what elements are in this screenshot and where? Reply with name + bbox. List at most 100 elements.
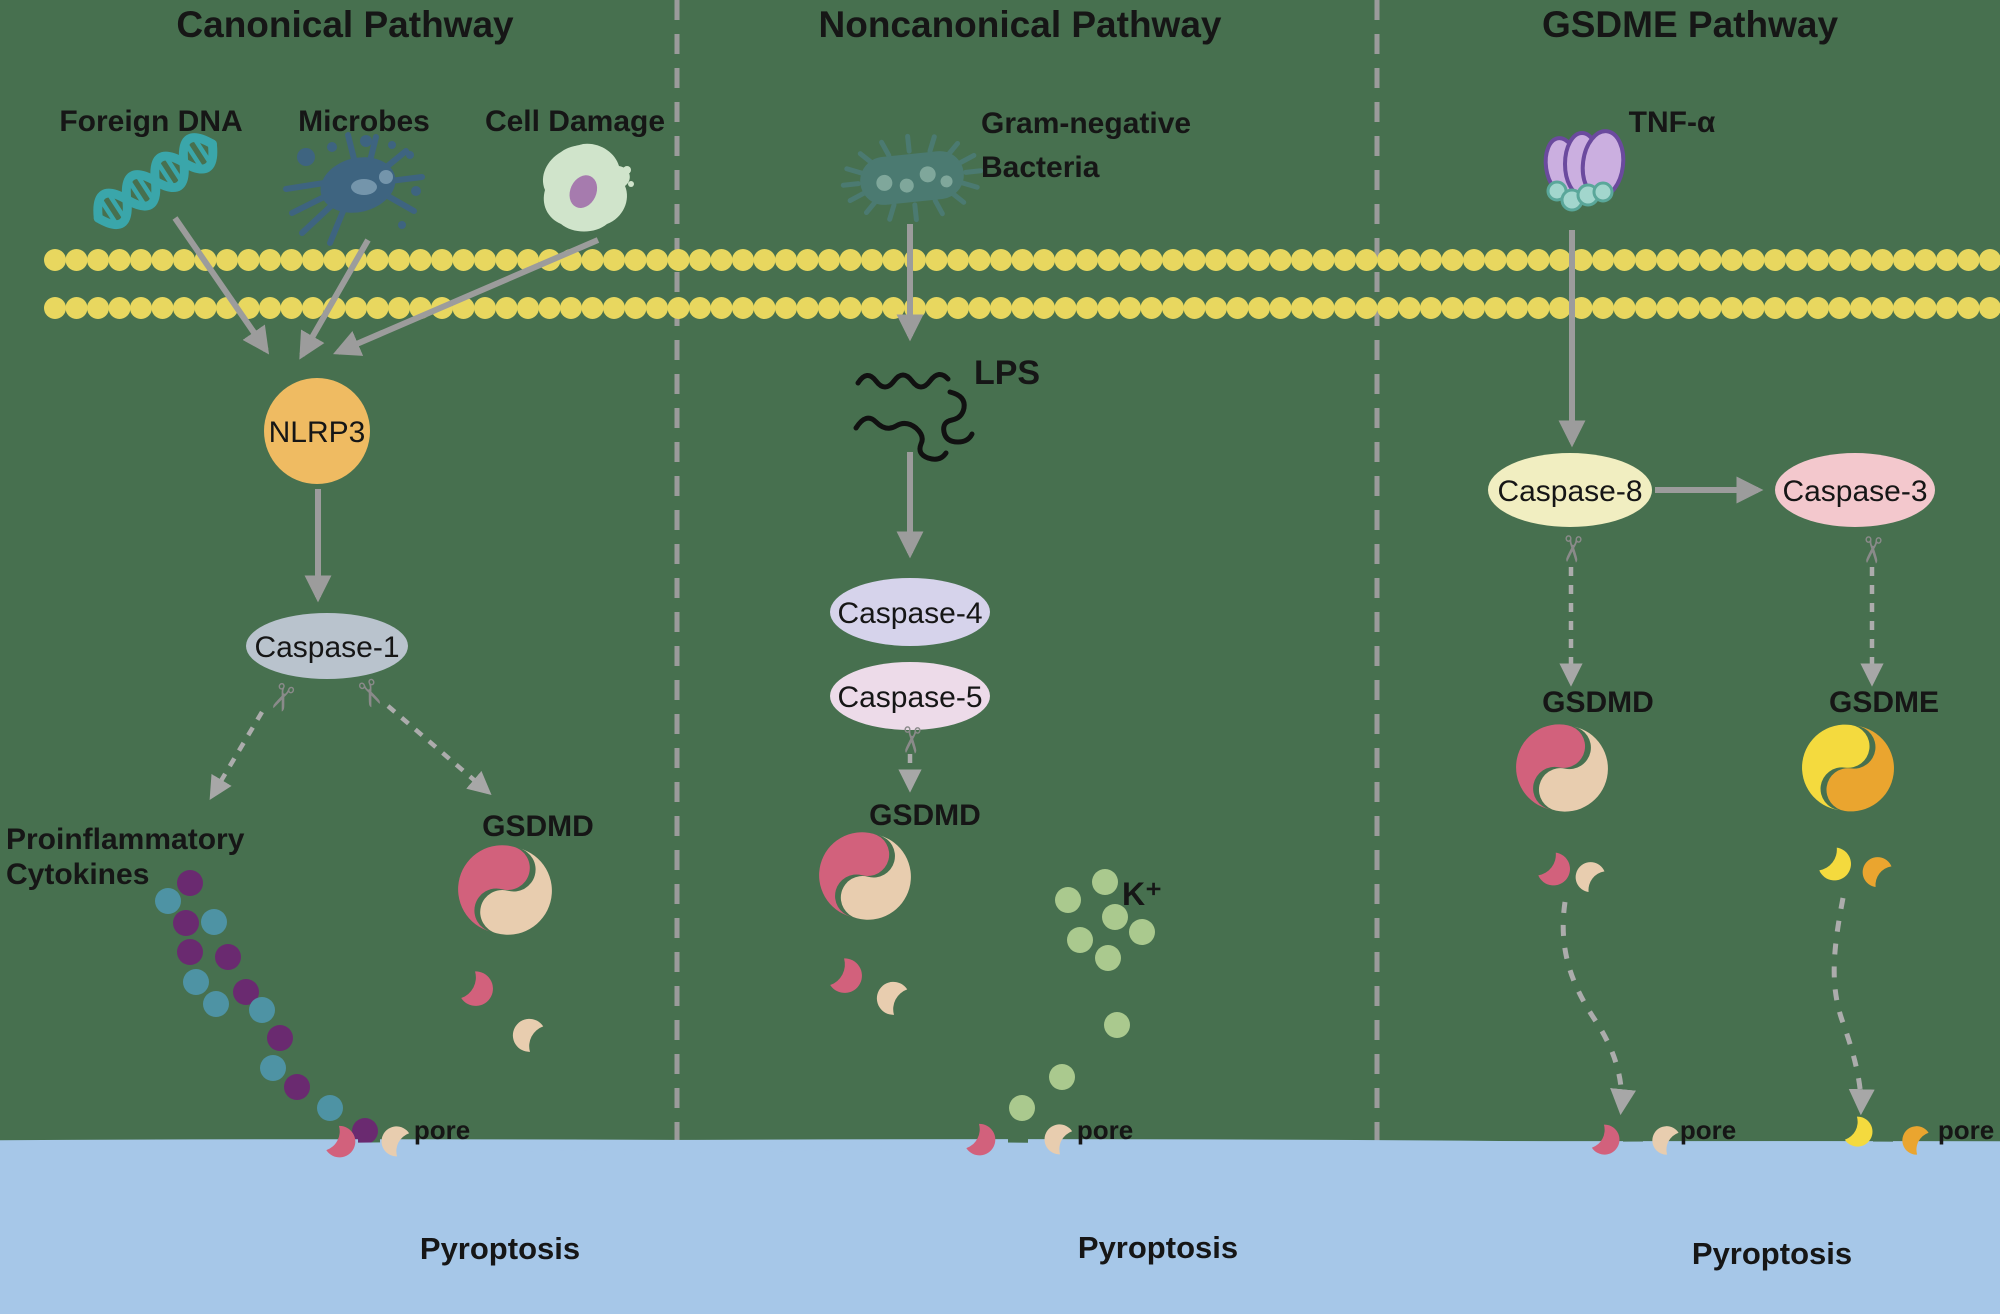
membrane-bead (173, 297, 195, 319)
membrane-bead (237, 249, 260, 271)
microbe-satellite-dot (327, 142, 337, 152)
potassium-ion-dot (1129, 919, 1155, 945)
membrane-bead (388, 249, 410, 271)
membrane-bead (1162, 249, 1184, 271)
dashed-arrow (386, 704, 492, 796)
dna-rung (136, 175, 155, 200)
membrane-bead (323, 249, 346, 271)
membrane-bead (1549, 297, 1571, 319)
microbe-satellite-dot (388, 141, 396, 149)
label-pore-noncanonical: pore (1077, 1115, 1133, 1145)
membrane-bead (861, 249, 883, 271)
membrane-bead (1484, 297, 1507, 319)
label-cell-damage: Cell Damage (485, 105, 665, 138)
bacterium-pilus (958, 152, 977, 166)
membrane-bead (1119, 297, 1141, 319)
membrane-bead (1033, 249, 1055, 271)
membrane-bead (1613, 297, 1636, 319)
title-canonical-pathway: Canonical Pathway (176, 4, 514, 45)
dna-rung (127, 180, 146, 206)
membrane-bead (538, 297, 561, 319)
gasdermin-fragment (1862, 857, 1892, 888)
membrane-bead (1334, 297, 1356, 319)
membrane-bead (947, 297, 969, 319)
cytokine-dot (267, 1025, 293, 1051)
title-gsdme-pathway: GSDME Pathway (1542, 4, 1838, 45)
membrane-bead (474, 249, 496, 271)
membrane-bead (689, 297, 711, 319)
membrane-bead (1893, 249, 1915, 271)
membrane-bead (1097, 297, 1120, 319)
gasdermin-right-half (1538, 726, 1608, 812)
gasdermin-fragment (1538, 852, 1570, 886)
membrane-bead (603, 249, 625, 271)
microbe-flagellum (383, 192, 417, 214)
membrane-bead (1506, 249, 1528, 271)
label-caspase1: Caspase-1 (254, 631, 399, 664)
membrane-bead (1592, 297, 1614, 319)
membrane-bead (1828, 297, 1851, 319)
cytokine-dot (177, 870, 203, 896)
membrane-bead (409, 249, 432, 271)
bacterium-pilus (927, 134, 937, 154)
membrane-bead (1420, 249, 1442, 271)
label-gram-negative: Gram-negative (981, 107, 1191, 140)
membrane-bead (732, 249, 754, 271)
membrane-bead (1205, 297, 1227, 319)
membrane-bead (87, 297, 109, 319)
membrane-bead (345, 297, 367, 319)
scissors-icon: ✂ (888, 723, 931, 757)
membrane-bead (366, 249, 389, 271)
cytokine-dot (317, 1095, 343, 1121)
membrane-bead (1678, 249, 1700, 271)
membrane-bead (87, 249, 109, 271)
bacterium-pilus (847, 190, 866, 204)
membrane-bead (1570, 249, 1593, 271)
membrane-bead (1936, 249, 1958, 271)
membrane-bead (839, 249, 862, 271)
membrane-bead (1979, 249, 2000, 271)
membrane-bead (1656, 249, 1679, 271)
membrane-bead (280, 249, 303, 271)
scissors-icon: ✂ (1549, 532, 1592, 566)
membrane-bead (1527, 297, 1550, 319)
potassium-ion-dot (1009, 1095, 1035, 1121)
membrane-bead (775, 249, 797, 271)
membrane-bead (130, 249, 152, 271)
membrane-bead (1205, 249, 1227, 271)
scissors-icon: ✂ (1849, 533, 1892, 567)
cytokine-dot (249, 997, 275, 1023)
membrane-bead (1850, 249, 1872, 271)
membrane-pores (0, 1139, 2000, 1314)
membrane-bead (1850, 297, 1872, 319)
membrane-bead (366, 297, 389, 319)
membrane-bead (1656, 297, 1679, 319)
microbe-satellite-dot (360, 135, 372, 147)
title-noncanonical-pathway: Noncanonical Pathway (819, 4, 1222, 45)
membrane-bead (1678, 297, 1700, 319)
microbe-icon (283, 132, 425, 246)
cytokine-dot (155, 888, 181, 914)
gasdermin-icons (326, 724, 1929, 1158)
cytokine-dot (260, 1055, 286, 1081)
cytokine-dot (203, 991, 229, 1017)
membrane-bead (302, 297, 324, 319)
dna-rung (99, 199, 118, 224)
membrane-bead (1291, 297, 1313, 319)
gram-negative-bacterium-icon (840, 133, 984, 223)
membrane-bead (1312, 297, 1335, 319)
membrane-bead (108, 249, 131, 271)
membrane-bead (1871, 249, 1894, 271)
label-potassium: K⁺ (1122, 876, 1162, 912)
membrane-bead (1420, 297, 1442, 319)
membrane-bead (1398, 297, 1421, 319)
membrane-bead (839, 297, 862, 319)
caspase8-node (1488, 453, 1652, 527)
membrane-bead (1764, 297, 1786, 319)
membrane-bead (44, 249, 66, 271)
membrane-bead (1377, 249, 1399, 271)
arrow (333, 237, 600, 356)
pore-left-half (0, 1141, 1873, 1314)
bacterium-pilus (857, 151, 875, 166)
membrane-bead (796, 249, 819, 271)
